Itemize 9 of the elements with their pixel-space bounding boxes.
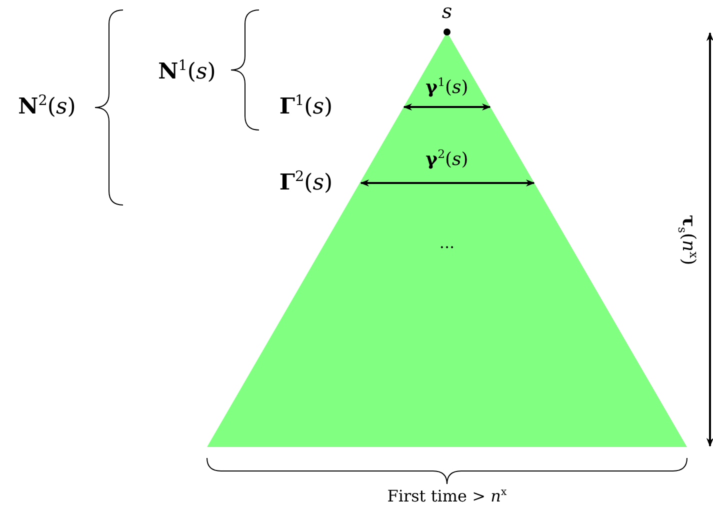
- ellipsis: ...: [439, 234, 455, 252]
- math-label: N$^{1}$(s): [158, 59, 216, 85]
- math-label: γ$^{1}$(s): [426, 76, 468, 98]
- brace-label: First time > n$^{x}$: [387, 487, 507, 505]
- math-label: N$^{2}$(s): [18, 94, 76, 120]
- math-label: Γ$^{2}$(s): [279, 170, 333, 196]
- vertex-label: s: [442, 0, 452, 22]
- math-label: Γ$^{1}$(s): [279, 94, 333, 120]
- math-label: γ$^{2}$(s): [426, 148, 468, 170]
